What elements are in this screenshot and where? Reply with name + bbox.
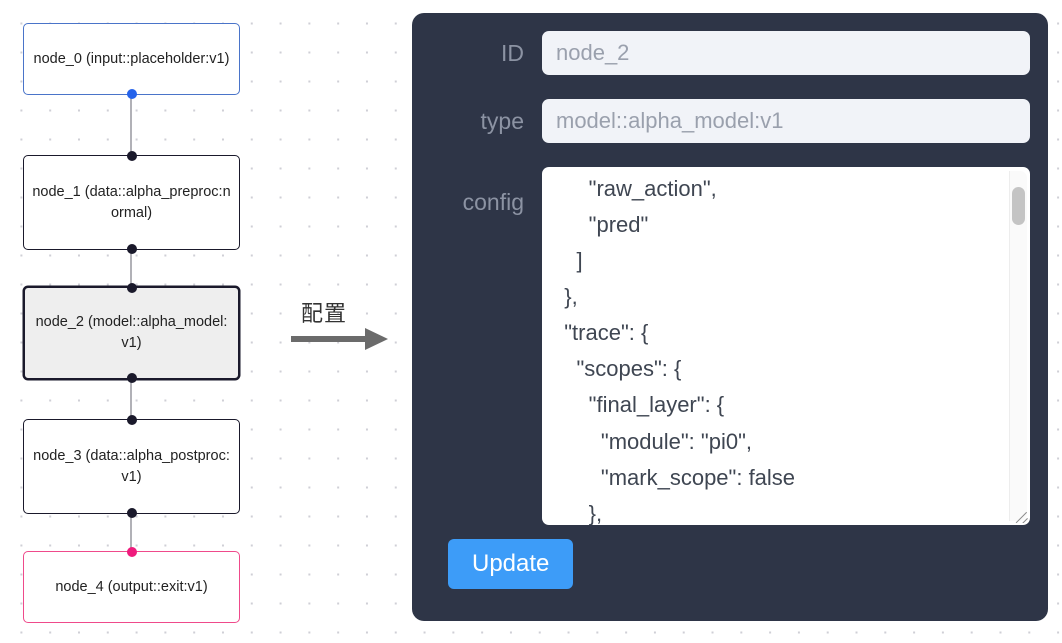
edge-node3-node4 <box>130 514 132 551</box>
id-input[interactable] <box>542 31 1030 75</box>
graph-node-node_0[interactable]: node_0 (input::placeholder:v1) <box>23 23 240 99</box>
node-handle-source[interactable] <box>126 244 137 254</box>
graph-node-node_3[interactable]: node_3 (data::alpha_postproc:v1) <box>23 415 240 518</box>
graph-node-label: node_4 (output::exit:v1) <box>55 578 208 595</box>
node-handle-source[interactable] <box>126 89 137 99</box>
graph-node-node_4[interactable]: node_4 (output::exit:v1) <box>23 547 240 623</box>
edge-node2-node3 <box>130 380 132 419</box>
graph-node-label: node_3 (data::alpha_postproc:v1) <box>33 447 230 485</box>
config-textarea-wrap: "raw_action", "pred" ] }, "trace": { "sc… <box>542 167 1030 525</box>
node-handle-source[interactable] <box>126 508 137 518</box>
id-field-label: ID <box>501 39 524 66</box>
type-input[interactable] <box>542 99 1030 143</box>
node-handle-target[interactable] <box>126 283 137 293</box>
graph-node-node_2[interactable]: node_2 (model::alpha_model:v1) <box>23 283 240 383</box>
textarea-resize-handle[interactable] <box>1010 505 1028 523</box>
node-handle-target[interactable] <box>126 151 137 161</box>
graph-node-label: node_0 (input::placeholder:v1) <box>33 50 230 67</box>
type-field-label: type <box>480 107 524 134</box>
node-config-panel: ID type config "raw_action", "pred" ] },… <box>412 13 1048 621</box>
update-button[interactable]: Update <box>448 539 574 589</box>
right-arrow-icon <box>291 328 388 350</box>
graph-node-label: node_2 (model::alpha_model:v1) <box>35 314 228 351</box>
node-handle-source[interactable] <box>126 373 137 383</box>
field-row-id: ID <box>430 31 1030 75</box>
config-textarea[interactable]: "raw_action", "pred" ] }, "trace": { "sc… <box>542 167 1030 525</box>
graph-node-node_1[interactable]: node_1 (data::alpha_preproc:normal) <box>23 151 240 254</box>
node-handle-target[interactable] <box>126 547 137 557</box>
config-field-label: config <box>462 189 524 215</box>
config-scrollbar-thumb[interactable] <box>1012 187 1025 225</box>
config-scrollbar[interactable] <box>1009 171 1027 521</box>
field-row-config: config "raw_action", "pred" ] }, "trace"… <box>430 167 1030 525</box>
edge-node1-node2 <box>130 250 132 286</box>
edge-node0-node1 <box>130 95 132 155</box>
arrow-caption: 配置 <box>301 302 348 327</box>
graph-node-label: node_1 (data::alpha_preproc:normal) <box>32 183 231 221</box>
config-arrow-group: 配置 <box>291 296 401 362</box>
field-row-type: type <box>430 99 1030 143</box>
node-handle-target[interactable] <box>126 415 137 425</box>
